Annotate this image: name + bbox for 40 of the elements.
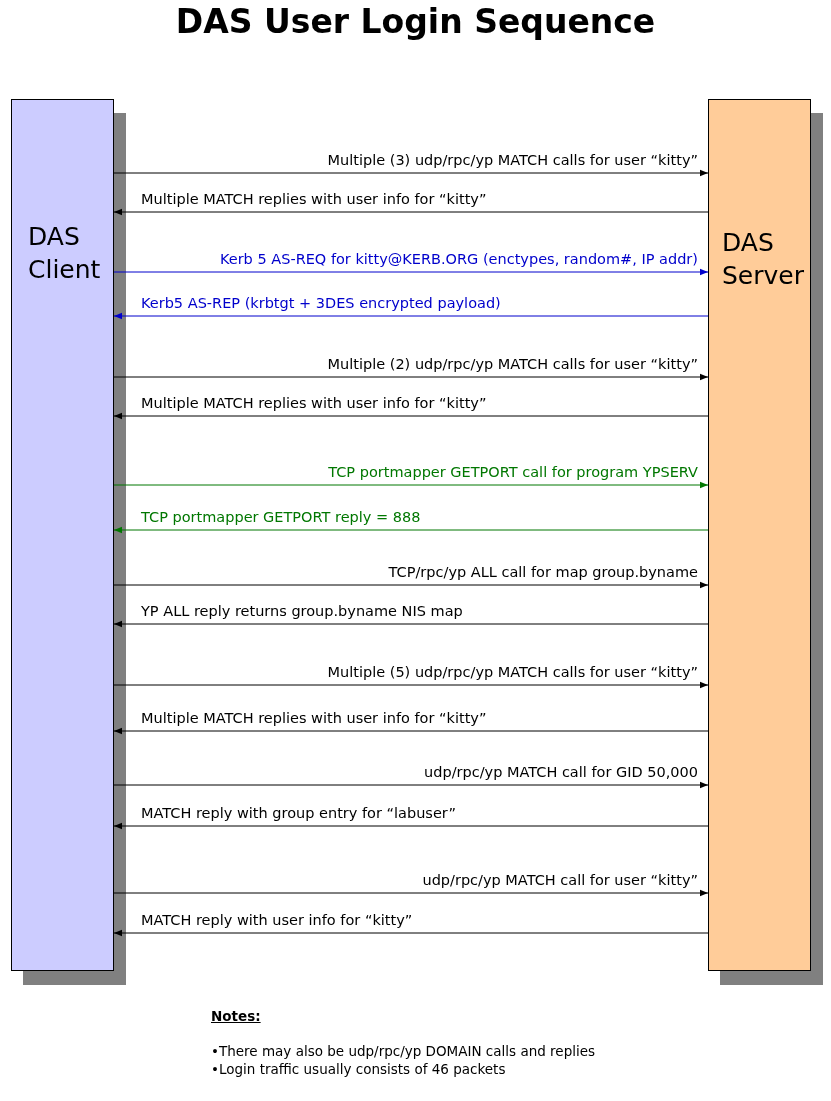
message-arrow xyxy=(113,781,709,789)
edge-label: MATCH reply with group entry for “labuser” xyxy=(141,804,456,822)
edge-label: udp/rpc/yp MATCH call for GID 50,000 xyxy=(424,763,698,781)
message-arrow xyxy=(113,581,709,589)
note-text: •There may also be udp/rpc/yp DOMAIN calls and replies xyxy=(211,1043,596,1059)
edge-label: Multiple MATCH replies with user info for “kitty” xyxy=(141,709,487,727)
diagram-title: DAS User Login Sequence xyxy=(174,2,657,41)
note-text: •Login traffic usually consists of 46 packets xyxy=(211,1061,506,1077)
message-arrow xyxy=(113,208,709,216)
message-arrow xyxy=(113,620,709,628)
edge-label: TCP/rpc/yp ALL call for map group.byname xyxy=(388,563,698,581)
edge-label: Multiple (5) udp/rpc/yp MATCH calls for user “kitty” xyxy=(327,663,698,681)
edge-label: TCP portmapper GETPORT reply = 888 xyxy=(141,508,421,526)
participant-name: DAS Server xyxy=(722,227,805,292)
message-arrow xyxy=(113,312,709,320)
edge-label: Multiple (3) udp/rpc/yp MATCH calls for user “kitty” xyxy=(327,151,698,169)
lifeline-box xyxy=(708,99,811,971)
edge-label: TCP portmapper GETPORT call for program YPSERV xyxy=(328,463,698,481)
edge-label: YP ALL reply returns group.byname NIS map xyxy=(141,602,463,620)
message-arrow xyxy=(113,412,709,420)
lifeline-box xyxy=(11,99,114,971)
edge-label: Kerb5 AS-REP (krbtgt + 3DES encrypted payload) xyxy=(141,294,501,312)
message-arrow xyxy=(113,929,709,937)
message-arrow xyxy=(113,889,709,897)
edge-label: Multiple MATCH replies with user info for “kitty” xyxy=(141,394,487,412)
message-arrow xyxy=(113,727,709,735)
message-arrow xyxy=(113,481,709,489)
edge-label: Multiple (2) udp/rpc/yp MATCH calls for user “kitty” xyxy=(327,355,698,373)
message-arrow xyxy=(113,681,709,689)
message-arrow xyxy=(113,822,709,830)
edge-label: udp/rpc/yp MATCH call for user “kitty” xyxy=(422,871,698,889)
edge-label: Multiple MATCH replies with user info for “kitty” xyxy=(141,190,487,208)
message-arrow xyxy=(113,373,709,381)
notes-heading: Notes: xyxy=(211,1008,261,1024)
message-arrow xyxy=(113,526,709,534)
edge-label: MATCH reply with user info for “kitty” xyxy=(141,911,413,929)
message-arrow xyxy=(113,169,709,177)
message-arrow xyxy=(113,268,709,276)
edge-label: Kerb 5 AS-REQ for kitty@KERB.ORG (enctypes, random#, IP addr) xyxy=(219,250,698,268)
participant-name: DAS Client xyxy=(28,221,102,286)
